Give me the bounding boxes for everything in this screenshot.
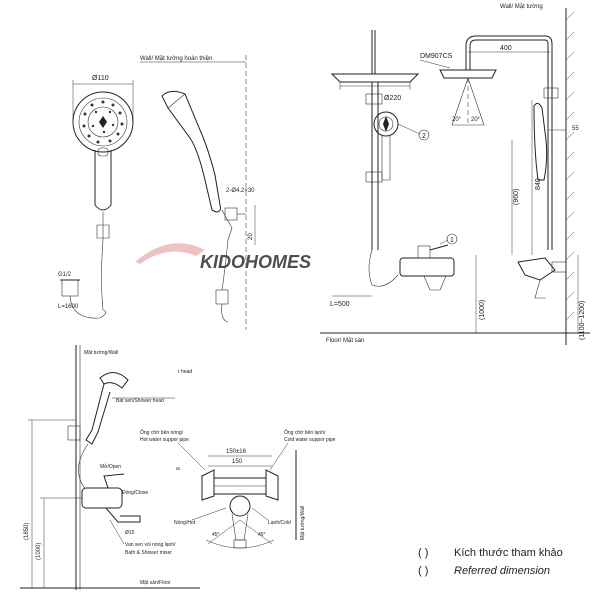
mixer-handle-round [229,495,251,517]
cold-label: Lạnh/Cold [268,520,291,526]
hand-shower-handle [94,150,112,211]
dim-1000: (1000) [479,300,486,320]
hot-pipe-vi: Ống chờ bên nóng/ [140,429,184,436]
close-label: Đóng/Close [122,490,148,496]
dim-150: 150 [232,459,243,465]
angle-left: 20° [452,117,462,123]
overhead-arm [465,35,553,250]
callout-2 [418,129,430,141]
callout-2-text: 2 [422,133,426,140]
dim-1850: (1850) [24,523,30,540]
rain-head-side [439,69,497,79]
dim-diameter: Ø110 [92,75,109,82]
rain-shower-head [330,73,420,83]
dim-1000-install: (1000) [36,543,42,560]
shower-column-front: Ø220 2 1 L=500 (1000) Floor/ M [320,30,590,344]
hot-pipe-en: Hot water suppor pipe [140,437,189,443]
angle-right: 20° [471,117,481,123]
watermark: KIDOHOMES [135,243,311,272]
dim-400: 400 [500,45,512,52]
column-hose-length: L=500 [330,301,350,308]
floor-label: Floor/ Mặt sàn [326,338,364,344]
angle-45-right: 45° [258,532,266,538]
cold-pipe-vi: Ống chờ bên lạnh/ [284,429,326,436]
shower-column-side: Wall/ Mặt tường 400 20° 20° 55 (960) 840… [439,4,586,345]
model-label: DM907CS [420,53,453,60]
wall-label-top-right: Wall/ Mặt tường [500,4,543,10]
dim-8: 8 [176,467,182,470]
hand-shower-side [533,102,548,181]
dim-20: 20 [248,233,254,240]
dim-150-16: 150±16 [226,449,247,455]
shower-side-body [161,90,221,213]
hot-pipe-fitting [201,469,215,501]
install-mixer [81,487,123,509]
legend-vi: Kích thước tham khảo [454,547,563,559]
hot-label: Nóng/Hot [174,520,196,526]
dim-rain-diameter: Ø220 [384,95,401,102]
mixer-label-en: Bath & Shower mixer [125,550,172,556]
hand-shower-side-view: Wall/ Mặt tường hoàn thiện 2-Ø4.2×30 20 [140,55,256,330]
shower-head-label: Bát sen/Shower head [116,398,164,404]
g-thread-label: G1/2 [58,272,72,278]
wall-connector [61,279,79,297]
legend: ( ) Kích thước tham khảo ( ) Referred di… [418,547,563,577]
angle-45-left: 45° [212,532,220,538]
cold-pipe-fitting [265,469,279,501]
install-wall-label: Mặt tường/Wall [84,350,118,356]
legend-bracket-2: ( ) [418,565,428,577]
bath-mixer [399,257,455,277]
install-shower-head [99,372,129,389]
detail-wall-label: Mặt tường/Wall [300,506,306,540]
mixer-label-vi: Van sen vòi nóng lạnh/ [125,542,176,548]
dim-15: Ø15 [125,530,135,536]
pipe-connection-detail: Ống chờ bên nóng/ Hot water suppor pipe … [140,429,336,549]
dim-1100-1200: (1100~1200) [579,301,586,340]
head-label-fragment: r head [178,369,192,375]
legend-bracket-1: ( ) [418,547,428,559]
cold-pipe-en: Cold water suppor pipe [284,437,336,443]
callout-1-text: 1 [450,237,454,244]
hose [101,212,104,311]
wall-label-top-left: Wall/ Mặt tường hoàn thiện [140,56,212,62]
installation-side-view: Mặt tường/Wall r head Bát sen/Shower hea… [20,345,200,590]
watermark-text: KIDOHOMES [200,252,311,272]
shower-nozzles [82,100,124,144]
legend-en: Referred dimension [454,565,550,577]
callout-1 [446,233,458,245]
hose-length: L=1600 [58,304,79,310]
hand-shower-front-view: Ø110 G1/2 L=1600 [58,75,134,319]
mixer-side [517,257,556,281]
install-floor-label: Mặt sàn/Floor [140,580,171,586]
open-label: Mở/Open [100,463,121,470]
dim-960: (960) [513,189,520,205]
dim-840: 840 [535,178,542,190]
dim-55: 55 [572,126,579,132]
screw-label: 2-Ø4.2×30 [226,188,255,194]
